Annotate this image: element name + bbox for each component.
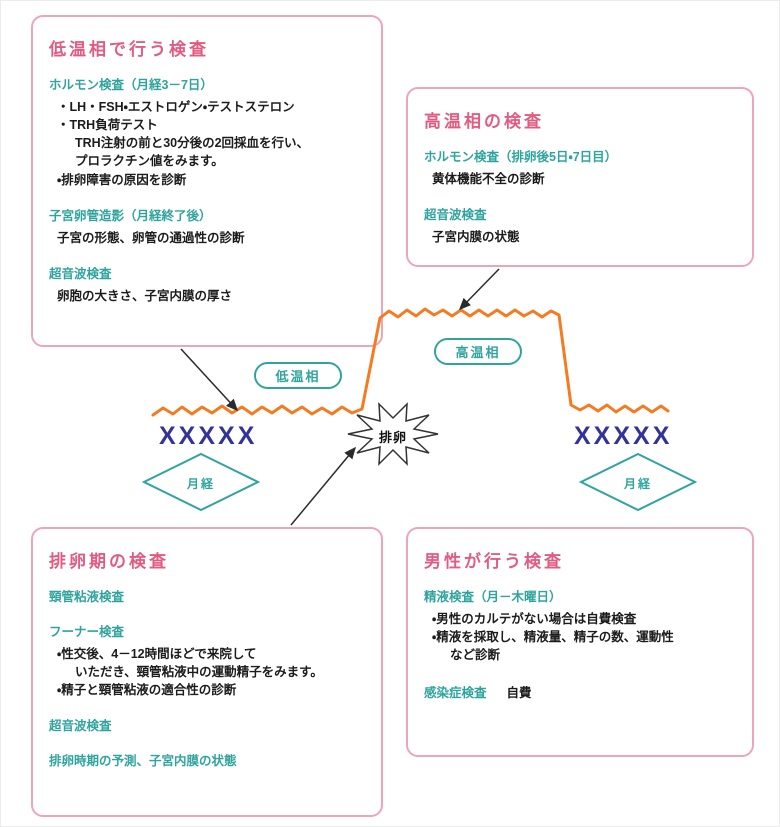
male-tests-box: 男性が行う検査 精液検査（月－木曜日） ・男性のカルテがない場合は自費検査 ・精…	[406, 527, 754, 757]
body-line: 黄体機能不全の診断	[432, 172, 545, 186]
ovulation-label: 排卵	[378, 430, 407, 445]
self-pay-label: 自費	[506, 686, 532, 701]
section-heading: 感染症検査	[424, 686, 487, 701]
arrow-low-box-to-curve	[180, 348, 239, 412]
section-heading: フーナー検査	[49, 625, 125, 639]
ovulation-tests-box: 排卵期の検査 頸管粘液検査 フーナー検査 ・性交後、4－12時間ほどで来院して …	[31, 527, 383, 817]
menses-x-marks-left: XXXXX	[159, 422, 258, 450]
body-line: 子宮の形態、卵管の通過性の診断	[57, 230, 245, 245]
menses-diamond-label-left: 月経	[186, 477, 215, 491]
low-phase-pill-label: 低温相	[254, 362, 342, 389]
body-line: プロラクチン値をみます。	[75, 154, 224, 169]
box-title-low: 低温相で行う検査	[49, 40, 209, 59]
section-heading: 子宮卵管造影（月経終了後）	[49, 208, 212, 223]
body-line: ・精子と頸管粘液の適合性の診断	[57, 683, 237, 698]
section-heading: 排卵時期の予測、子宮内膜の状態	[49, 754, 237, 769]
infection-test-row: 感染症検査 自費	[424, 682, 736, 702]
body-line: ・性交後、4－12時間ほどで来院して	[57, 647, 257, 661]
menses-x-marks-right: XXXXX	[574, 422, 673, 450]
arrow-high-box-to-curve	[458, 268, 500, 311]
high-phase-pill-label: 高温相	[434, 338, 522, 365]
box-title-ovulation: 排卵期の検査	[49, 552, 169, 571]
body-line: ・男性のカルテがない場合は自費検査	[432, 612, 637, 626]
box-title-male: 男性が行う検査	[424, 552, 564, 571]
section-heading: 頸管粘液検査	[49, 590, 125, 604]
menses-diamond-label-right: 月経	[623, 477, 652, 491]
body-line: ・精液を採取し、精液量、精子の数、運動性	[432, 630, 674, 645]
body-line: 子宮内膜の状態	[432, 230, 520, 245]
body-line: TRH注射の前と30分後の2回採血を行い、	[75, 136, 310, 151]
box-title-high: 高温相の検査	[424, 112, 544, 131]
arrow-ovulation-box-to-starburst	[290, 446, 356, 526]
section-heading: 超音波検査	[49, 719, 112, 734]
section-heading: 精液検査（月－木曜日）	[424, 590, 562, 604]
low-phase-tests-box: 低温相で行う検査 ホルモン検査（月経3－7日） ・LH・FSH・エストロゲン・テ…	[31, 15, 383, 347]
section-heading: 超音波検査	[424, 208, 487, 223]
body-line: いただき、頸管粘液中の運動精子をみます。	[75, 665, 323, 680]
body-line: など診断	[450, 648, 501, 663]
body-line: ・LH・FSH・エストロゲン・テストステロン	[57, 100, 295, 114]
section-heading: ホルモン検査（月経3－7日）	[49, 78, 213, 92]
body-line: ・TRH負荷テスト	[57, 118, 158, 133]
body-line: 卵胞の大きさ、子宮内膜の厚さ	[57, 288, 233, 303]
body-line: ・排卵障害の原因を診断	[57, 172, 187, 187]
section-heading: ホルモン検査（排卵後5日・7日目）	[424, 150, 618, 164]
section-heading: 超音波検査	[49, 266, 112, 281]
high-phase-tests-box: 高温相の検査 ホルモン検査（排卵後5日・7日目） 黄体機能不全の診断 超音波検査…	[406, 87, 754, 267]
